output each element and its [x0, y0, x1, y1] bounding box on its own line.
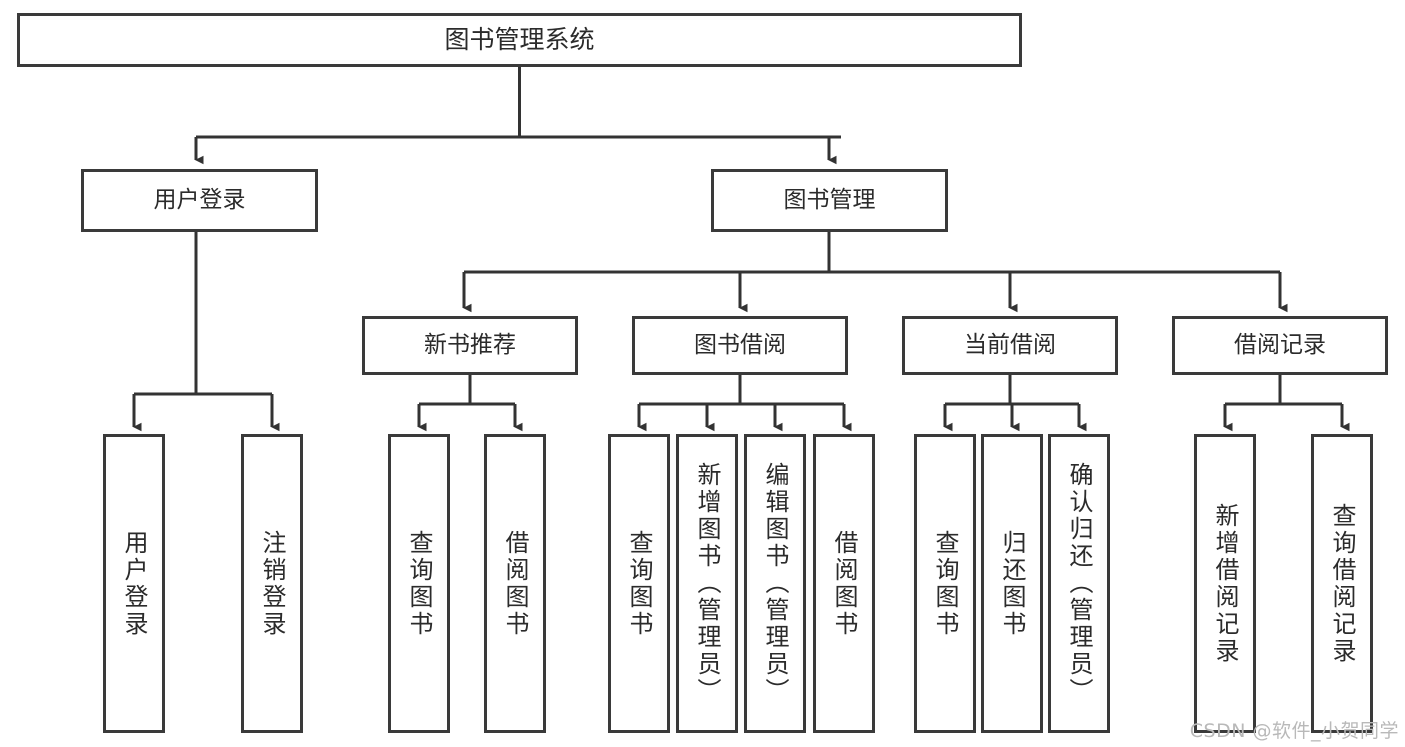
leaf-new-book-query[interactable]: 查询图书	[388, 434, 450, 733]
node-label: 新书推荐	[424, 331, 516, 358]
leaf-book-borrow-query[interactable]: 查询图书	[608, 434, 670, 733]
node-new-book-recommend[interactable]: 新书推荐	[362, 316, 578, 375]
leaf-user-login-signin[interactable]: 用户登录	[103, 434, 165, 733]
node-label: 确认归还（管理员）	[1065, 462, 1093, 705]
node-label: 查询图书	[405, 529, 433, 638]
node-borrow-record[interactable]: 借阅记录	[1172, 316, 1388, 375]
node-label: 借阅图书	[501, 529, 529, 638]
leaf-borrow-record-add[interactable]: 新增借阅记录	[1194, 434, 1256, 733]
node-label: 新增借阅记录	[1211, 502, 1239, 665]
leaf-new-book-borrow[interactable]: 借阅图书	[484, 434, 546, 733]
node-label: 查询借阅记录	[1328, 502, 1356, 665]
node-label: 查询图书	[625, 529, 653, 638]
node-label: 图书管理	[783, 186, 876, 213]
node-current-borrow[interactable]: 当前借阅	[902, 316, 1118, 375]
node-label: 图书管理系统	[444, 25, 595, 54]
leaf-current-borrow-return[interactable]: 归还图书	[981, 434, 1043, 733]
node-label: 借阅图书	[830, 529, 858, 638]
leaf-book-borrow-edit[interactable]: 编辑图书（管理员）	[744, 434, 806, 733]
node-label: 用户登录	[120, 529, 148, 638]
node-label: 当前借阅	[964, 331, 1056, 358]
leaf-book-borrow-lend[interactable]: 借阅图书	[813, 434, 875, 733]
node-label: 新增图书（管理员）	[693, 462, 721, 705]
node-label: 用户登录	[153, 186, 246, 213]
node-label: 查询图书	[931, 529, 959, 638]
csdn-watermark: CSDN @软件_小贺同学	[1189, 720, 1399, 742]
node-label: 图书借阅	[694, 331, 786, 358]
node-book-management[interactable]: 图书管理	[711, 169, 948, 232]
node-label: 归还图书	[998, 529, 1026, 638]
node-user-login[interactable]: 用户登录	[81, 169, 318, 232]
leaf-current-borrow-query[interactable]: 查询图书	[914, 434, 976, 733]
leaf-borrow-record-query[interactable]: 查询借阅记录	[1311, 434, 1373, 733]
node-label: 编辑图书（管理员）	[761, 462, 789, 705]
leaf-user-login-signout[interactable]: 注销登录	[241, 434, 303, 733]
leaf-current-borrow-confirm-return[interactable]: 确认归还（管理员）	[1048, 434, 1110, 733]
node-book-borrow[interactable]: 图书借阅	[632, 316, 848, 375]
node-label: 注销登录	[258, 529, 286, 638]
leaf-book-borrow-add[interactable]: 新增图书（管理员）	[676, 434, 738, 733]
node-root-system[interactable]: 图书管理系统	[17, 13, 1022, 67]
node-label: 借阅记录	[1234, 331, 1326, 358]
